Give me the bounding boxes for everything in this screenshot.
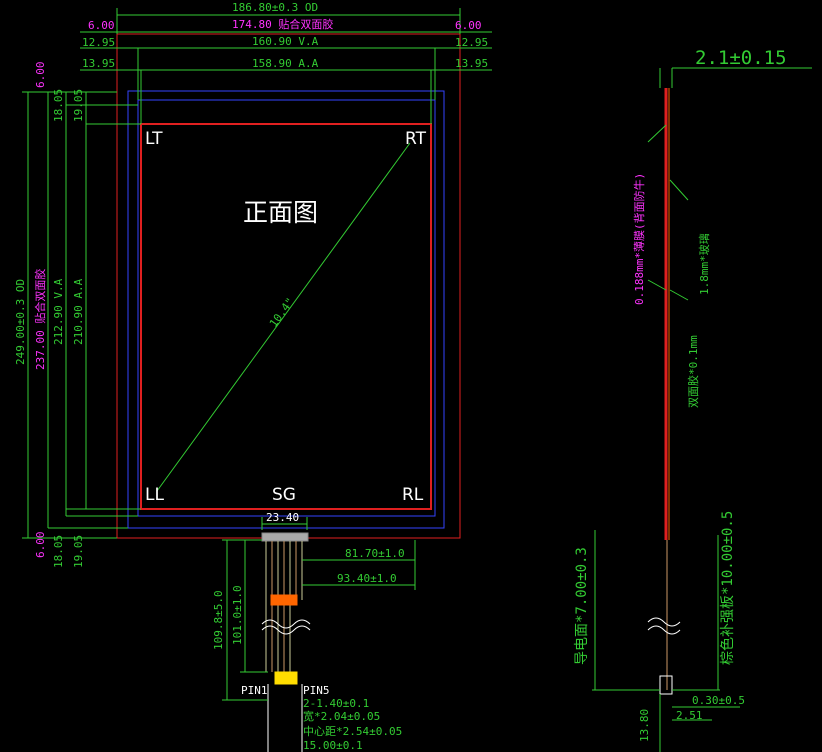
left-offset-label-2: 12.95 <box>82 36 115 49</box>
va-height-label: 212.90 V.A <box>52 278 65 345</box>
pin1-label: PIN1 <box>241 684 268 697</box>
top-offset-label-2: 18.05 <box>52 89 65 122</box>
aa-width-label: 158.90 A.A <box>252 57 319 70</box>
top-offset-label-3: 19.05 <box>72 89 85 122</box>
bottom-offset-label-3: 19.05 <box>72 535 85 568</box>
dim-251-label: 2.51 <box>676 709 703 722</box>
adhesive-height-label: 237.00 贴合双面胶 <box>33 269 47 370</box>
diagonal-line <box>156 142 411 492</box>
tail-offset-label-1: 81.70±1.0 <box>345 547 405 560</box>
adhesive-outline <box>127 90 445 529</box>
pin5-label: PIN5 <box>303 684 330 697</box>
side-thickness-label: 2.1±0.15 <box>695 47 787 69</box>
adhesive-width-label: 174.80 贴合双面胶 <box>232 17 333 31</box>
tail-offset-label-2: 93.40±1.0 <box>337 572 397 585</box>
right-offset-label-1: 6.00 <box>455 19 482 32</box>
center-pitch-label: 中心距*2.54±0.05 <box>303 725 402 738</box>
va-width-label: 160.90 V.A <box>252 35 319 48</box>
film-label: 0.188mm*薄膜(背面防牛) <box>632 173 646 305</box>
corner-ll-label: LL <box>145 485 164 505</box>
stiffener-thickness-label: 0.30±0.5 <box>692 694 745 707</box>
conductor-label: 导电面*7.00±0.3 <box>574 547 590 665</box>
total-width-label: 15.00±0.1 <box>303 739 363 752</box>
finger-width-label: 宽*2.04±0.05 <box>303 709 380 723</box>
active-area-outline <box>140 123 432 510</box>
top-offset-label-1: 6.00 <box>34 62 47 89</box>
corner-rl-label: RL <box>402 485 424 505</box>
tail-width-label: 23.40 <box>266 511 299 524</box>
od-width-label: 186.80±0.3 OD <box>232 1 318 14</box>
corner-lt-label: LT <box>145 129 163 149</box>
right-offset-label-3: 13.95 <box>455 57 488 70</box>
glass-label: 1.8mm*玻璃 <box>697 233 711 295</box>
outer-outline <box>116 33 461 539</box>
corner-sg-label: SG <box>272 485 296 505</box>
tail-length-label-1: 109.8±5.0 <box>212 590 225 650</box>
bottom-offset-label-1: 6.00 <box>34 532 47 559</box>
right-offset-label-2: 12.95 <box>455 36 488 49</box>
fpc-tail <box>222 517 416 752</box>
stiffener-label: 棕色补强板*10.00±0.5 <box>719 511 736 665</box>
bottom-offset-label-2: 18.05 <box>52 535 65 568</box>
dim-1380-label: 13.80 <box>638 709 651 742</box>
tail-length-label-2: 101.0±1.0 <box>231 585 244 645</box>
corner-rt-label: RT <box>405 129 427 149</box>
left-dimension-lines <box>22 91 141 539</box>
pitch-label: 2-1.40±0.1 <box>303 697 369 710</box>
left-offset-label-3: 13.95 <box>82 57 115 70</box>
left-offset-label-1: 6.00 <box>88 19 115 32</box>
view-area-outline <box>137 99 436 517</box>
top-dimension-lines <box>80 8 492 124</box>
side-view <box>592 67 812 752</box>
adhesive-layer-label: 双面胶*0.1mm <box>686 335 700 408</box>
front-view-title: 正面图 <box>243 198 318 227</box>
od-height-label: 249.00±0.3 OD <box>14 279 27 365</box>
aa-height-label: 210.90 A.A <box>72 278 85 345</box>
diagonal-label: 10.4" <box>267 295 297 329</box>
